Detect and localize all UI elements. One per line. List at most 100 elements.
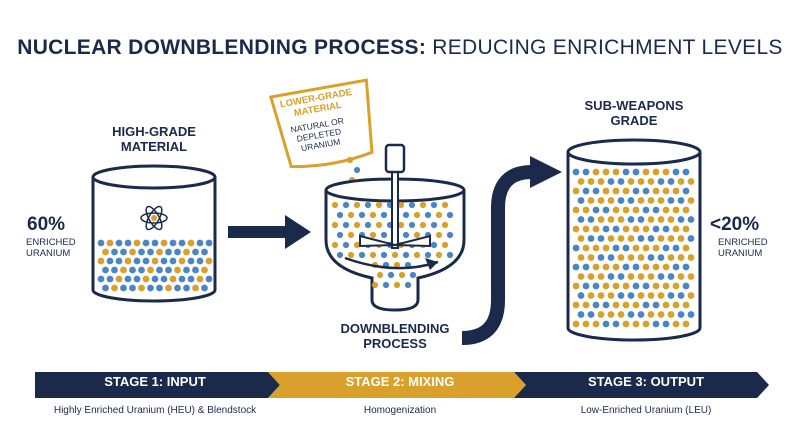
particle <box>652 301 660 309</box>
particle <box>597 273 605 280</box>
particle <box>652 320 660 328</box>
particle <box>129 266 136 274</box>
particle <box>430 241 438 249</box>
particle <box>382 281 390 289</box>
particle <box>677 216 685 223</box>
particle <box>607 197 615 204</box>
particle <box>424 251 432 259</box>
flow-arrow-1 <box>228 215 311 249</box>
leu-particles <box>572 168 695 328</box>
input-percent: 60% <box>27 214 66 235</box>
particle <box>577 311 585 318</box>
particle <box>347 251 355 259</box>
particle <box>196 257 204 265</box>
particle <box>120 266 127 274</box>
particle <box>577 216 585 223</box>
particle <box>397 201 405 209</box>
particle <box>632 225 640 233</box>
particle <box>364 201 372 209</box>
particle <box>151 257 159 265</box>
particle <box>677 292 685 299</box>
particle <box>424 211 432 219</box>
particle <box>597 292 605 299</box>
particle <box>677 273 685 280</box>
particle <box>446 231 454 239</box>
particle <box>632 244 640 252</box>
particle <box>637 235 645 242</box>
particle <box>662 301 670 309</box>
particle <box>120 248 127 256</box>
particle <box>102 248 109 256</box>
particle <box>602 225 610 233</box>
particle <box>133 239 141 247</box>
particle <box>169 275 177 283</box>
particle <box>652 187 660 195</box>
particle <box>106 257 114 265</box>
particle <box>165 266 172 274</box>
particle <box>582 282 590 290</box>
particle <box>156 248 163 256</box>
particle <box>174 284 181 292</box>
particle <box>102 266 109 274</box>
stage-2-description: Homogenization <box>363 405 437 416</box>
particle <box>637 178 645 185</box>
particle <box>347 231 355 239</box>
particle <box>178 239 186 247</box>
particle <box>647 292 655 299</box>
particle <box>662 187 670 195</box>
particle <box>602 244 610 252</box>
particle <box>682 320 690 328</box>
particle <box>662 282 670 290</box>
particle <box>205 275 213 283</box>
particle <box>133 257 141 265</box>
particle <box>612 206 620 214</box>
particle <box>627 197 635 204</box>
particle <box>612 187 620 195</box>
particle <box>129 248 136 256</box>
particle <box>662 206 670 214</box>
particle <box>106 239 114 247</box>
particle <box>572 320 580 328</box>
particle <box>662 225 670 233</box>
particle <box>147 248 154 256</box>
particle <box>642 206 650 214</box>
particle <box>577 178 585 185</box>
particle <box>657 178 665 185</box>
particle <box>592 320 600 328</box>
particle <box>147 266 154 274</box>
leu-container <box>566 138 702 342</box>
stage-3-title: STAGE 3: OUTPUT <box>587 374 705 389</box>
particle <box>572 263 580 271</box>
particle <box>187 257 195 265</box>
particle <box>642 225 650 233</box>
particle <box>617 254 625 261</box>
particle <box>657 197 665 204</box>
particle <box>637 197 645 204</box>
particle <box>331 241 339 249</box>
particle <box>138 284 145 292</box>
particle <box>667 216 675 223</box>
particle <box>662 244 670 252</box>
particle <box>687 216 695 223</box>
particle <box>687 311 695 318</box>
particle <box>607 254 615 261</box>
particle <box>111 284 118 292</box>
particle <box>682 206 690 214</box>
particle <box>587 216 595 223</box>
particle <box>647 254 655 261</box>
particle <box>672 282 680 290</box>
particle <box>677 178 685 185</box>
particle <box>592 225 600 233</box>
particle <box>592 187 600 195</box>
stage-3-description: Low-Enriched Uranium (LEU) <box>580 405 712 416</box>
particle <box>353 201 361 209</box>
particle <box>205 239 213 247</box>
particle <box>652 282 660 290</box>
particle <box>342 221 350 229</box>
particle <box>672 225 680 233</box>
particle <box>672 320 680 328</box>
particle <box>592 282 600 290</box>
heu-container <box>91 164 217 303</box>
particle <box>192 266 199 274</box>
